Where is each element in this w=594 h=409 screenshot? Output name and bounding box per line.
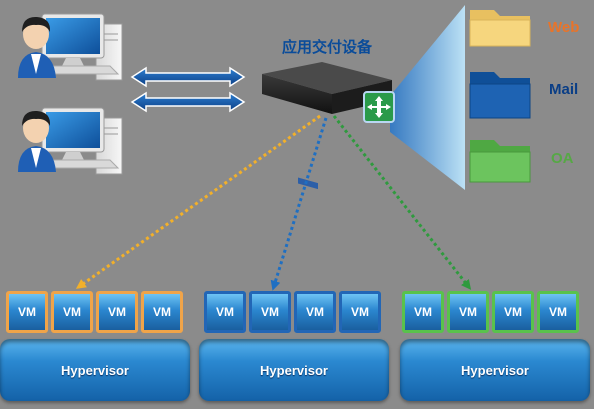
vm-label: VM	[306, 305, 324, 319]
vm-group-orange: VM VM VM VM	[6, 291, 183, 335]
vm-group-green: VM VM VM VM	[402, 291, 579, 335]
vm-label: VM	[216, 305, 234, 319]
vm-box[interactable]: VM	[339, 291, 381, 333]
link-green-cluster	[332, 115, 472, 290]
user-workstation-icon	[18, 13, 123, 81]
vm-box[interactable]: VM	[294, 291, 336, 333]
vm-box[interactable]: VM	[141, 291, 183, 333]
vm-box[interactable]: VM	[204, 291, 246, 333]
hypervisor-orange[interactable]: Hypervisor	[0, 339, 190, 401]
vm-label: VM	[549, 305, 567, 319]
vm-label: VM	[351, 305, 369, 319]
network-cross-arrows-icon	[363, 91, 395, 123]
vm-box[interactable]: VM	[447, 291, 489, 333]
vm-box[interactable]: VM	[537, 291, 579, 333]
vm-label: VM	[63, 305, 81, 319]
service-label-mail: Mail	[549, 81, 579, 98]
folder-web-icon[interactable]	[469, 10, 531, 47]
vm-label: VM	[108, 305, 126, 319]
link-blue-cluster	[270, 117, 328, 291]
vm-box[interactable]: VM	[96, 291, 138, 333]
link-orange-cluster	[75, 114, 321, 289]
bidirectional-arrow-2	[130, 91, 246, 113]
folder-oa-icon[interactable]	[469, 140, 531, 183]
distribution-beam	[390, 5, 465, 190]
vm-label: VM	[459, 305, 477, 319]
user-workstation-icon	[18, 107, 123, 175]
appliance-label: 应用交付设备	[281, 39, 372, 56]
vm-box[interactable]: VM	[402, 291, 444, 333]
vm-box[interactable]: VM	[492, 291, 534, 333]
vm-box[interactable]: VM	[6, 291, 48, 333]
vm-box[interactable]: VM	[249, 291, 291, 333]
service-label-web: Web	[548, 19, 580, 36]
vm-box[interactable]: VM	[51, 291, 93, 333]
vm-label: VM	[414, 305, 432, 319]
client-workstation-2[interactable]	[18, 107, 123, 175]
hypervisor-label: Hypervisor	[260, 362, 328, 378]
hypervisor-label: Hypervisor	[461, 362, 529, 378]
vm-label: VM	[18, 305, 36, 319]
client-workstation-1[interactable]	[18, 13, 123, 81]
application-delivery-appliance[interactable]	[262, 62, 395, 190]
folder-mail-icon[interactable]	[469, 72, 531, 119]
bidirectional-arrow-1	[130, 66, 246, 88]
vm-group-blue: VM VM VM VM	[204, 291, 381, 335]
vm-label: VM	[504, 305, 522, 319]
hypervisor-blue[interactable]: Hypervisor	[199, 339, 389, 401]
vm-label: VM	[153, 305, 171, 319]
hypervisor-green[interactable]: Hypervisor	[400, 339, 590, 401]
service-label-oa: OA	[551, 150, 574, 167]
vm-label: VM	[261, 305, 279, 319]
hypervisor-label: Hypervisor	[61, 362, 129, 378]
